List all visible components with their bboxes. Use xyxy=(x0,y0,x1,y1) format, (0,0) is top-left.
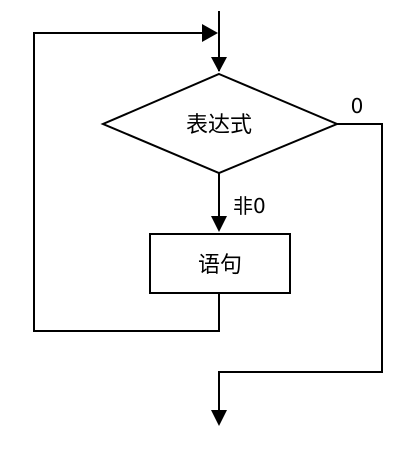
exit-arrow-head xyxy=(211,410,227,426)
loop-back-line xyxy=(33,32,220,332)
condition-label: 表达式 xyxy=(186,113,252,138)
loop-back-arrow-head xyxy=(202,24,218,42)
zero-label: 0 xyxy=(351,94,364,118)
statement-label: 语句 xyxy=(198,253,242,278)
nonzero-label: 非0 xyxy=(233,194,266,218)
nonzero-arrow-head xyxy=(211,216,227,232)
statement-box xyxy=(149,233,291,294)
zero-branch-line xyxy=(218,123,383,413)
entry-arrow-head xyxy=(211,57,227,72)
